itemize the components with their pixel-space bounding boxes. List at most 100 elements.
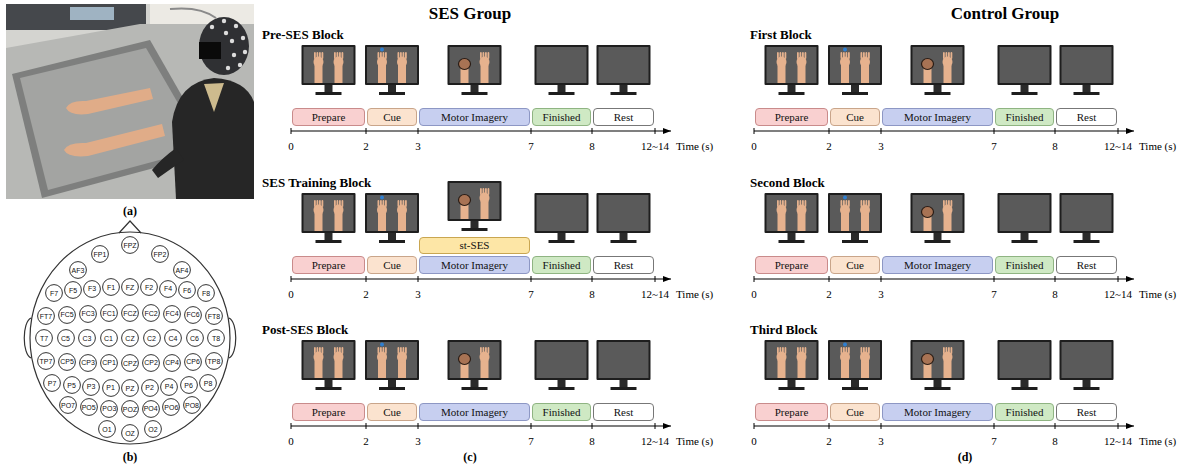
monitor-neck — [325, 380, 333, 387]
phase-label: Cue — [846, 260, 864, 271]
finger — [403, 200, 405, 207]
electrode-label: CP2 — [144, 359, 158, 366]
finger — [951, 200, 953, 207]
electrode-label: AF4 — [176, 267, 189, 274]
time-axis — [291, 425, 671, 426]
monitor-neck — [1021, 233, 1029, 240]
phase-label: Rest — [614, 407, 634, 418]
tick-label: 2 — [363, 140, 369, 152]
electrode-ring — [80, 305, 97, 322]
electrode-ring — [165, 330, 182, 347]
finger — [866, 52, 868, 59]
phase-label: Motor Imagery — [904, 260, 971, 271]
tick-label: Time (s) — [676, 288, 713, 300]
monitor — [597, 45, 651, 95]
finger — [802, 52, 804, 59]
axis-tick — [1055, 423, 1056, 429]
phase-label: Finished — [543, 260, 581, 271]
electrode-label: T8 — [212, 335, 220, 342]
phase-label: Finished — [543, 112, 581, 123]
electrode-ring — [143, 354, 160, 371]
finger — [319, 52, 321, 59]
forearm — [335, 213, 343, 231]
monitor-neck — [1083, 233, 1091, 240]
finger — [868, 200, 870, 207]
electrode-label: O2 — [148, 426, 157, 433]
finger — [863, 347, 865, 354]
electrode-ring — [80, 399, 97, 416]
finger — [848, 200, 850, 207]
monitor-frame — [828, 340, 882, 380]
monitor-base — [379, 387, 405, 390]
monitor-neck — [934, 380, 942, 387]
phase-label: Motor Imagery — [441, 260, 508, 271]
tick-label: 2 — [363, 288, 369, 300]
finger — [861, 347, 863, 354]
finger — [946, 52, 948, 59]
electrode-ring — [92, 246, 109, 263]
timeline-illustration — [754, 45, 1134, 134]
electrode-ring — [206, 308, 223, 325]
time-axis — [754, 278, 1134, 279]
clenched-fist — [459, 195, 471, 206]
monitor-frame — [1060, 193, 1114, 233]
panel-label: (c) — [463, 451, 476, 464]
tick-label: Time (s) — [676, 140, 713, 152]
electrode-label: FT7 — [40, 313, 52, 320]
monitor-base — [549, 387, 575, 390]
finger — [485, 52, 487, 59]
monitor-frame — [998, 45, 1052, 85]
finger — [339, 52, 341, 59]
axis-tick — [592, 276, 593, 282]
monitor-base — [1012, 240, 1038, 243]
finger — [483, 188, 485, 195]
forearm — [841, 213, 849, 231]
electrode-ring — [161, 378, 178, 395]
electrode-ring — [122, 330, 139, 347]
finger — [480, 347, 482, 354]
finger — [800, 52, 802, 59]
monitor-base — [779, 92, 805, 95]
finger — [378, 347, 380, 354]
monitor-base — [1074, 240, 1100, 243]
finger — [400, 200, 402, 207]
finger — [385, 52, 387, 59]
finger — [863, 200, 865, 207]
finger — [946, 347, 948, 354]
phase-label: st-SES — [460, 240, 490, 251]
prepare-phase-box: Prepare — [755, 256, 828, 274]
finger — [342, 200, 344, 207]
electrode-label: F4 — [164, 285, 172, 292]
electrode-circle: FZ — [121, 278, 139, 296]
tick-label: 7 — [528, 288, 534, 300]
finger — [863, 52, 865, 59]
monitor-frame — [911, 45, 965, 85]
cue-marker — [843, 196, 847, 200]
monitor-base — [842, 387, 868, 390]
electrode-ring — [36, 330, 53, 347]
panel-label: (a) — [123, 205, 137, 218]
virtual-arm — [64, 124, 165, 156]
cap-electrode — [224, 31, 228, 35]
cue-marker — [380, 48, 384, 52]
electrode-ring — [122, 401, 139, 418]
phase-label: Finished — [543, 407, 581, 418]
monitor-neck — [934, 233, 942, 240]
forearm — [378, 65, 386, 83]
finger — [317, 347, 319, 354]
phase-label: Cue — [383, 260, 401, 271]
monitor-base — [1074, 387, 1100, 390]
monitor — [765, 340, 819, 390]
finger — [866, 200, 868, 207]
electrode-circle: AF3 — [69, 261, 87, 279]
electrode-ring — [122, 380, 139, 397]
monitor-neck — [471, 85, 479, 92]
monitor-frame — [765, 340, 819, 380]
monitor-neck — [1021, 380, 1029, 387]
finger — [868, 347, 870, 354]
axis-tick — [418, 276, 419, 282]
finger — [805, 200, 807, 207]
electrode-label: FC3 — [81, 310, 94, 317]
monitor-frame — [535, 193, 589, 233]
finger — [805, 52, 807, 59]
